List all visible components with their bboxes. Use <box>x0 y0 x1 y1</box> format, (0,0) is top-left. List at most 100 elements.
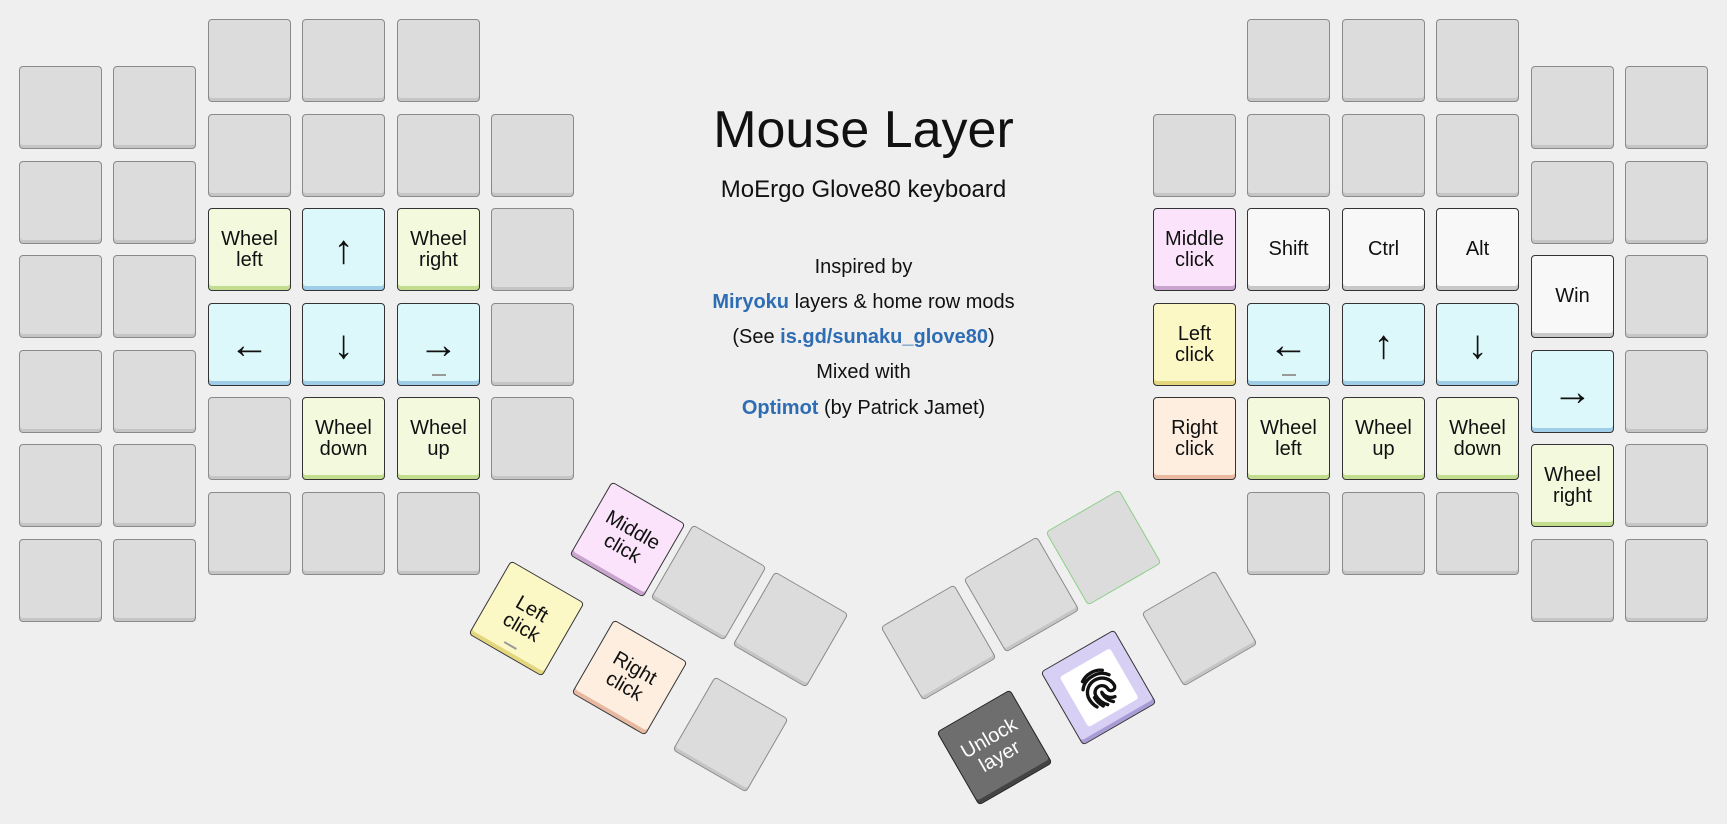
down-arrow-icon: ↓ <box>333 322 354 367</box>
key-label: Wheel up <box>410 416 467 460</box>
arrow-up-key[interactable]: ↑ <box>302 208 385 291</box>
wheel-left-key[interactable]: Wheel left <box>1247 397 1330 480</box>
left-blank-key[interactable] <box>113 161 196 244</box>
right-blank-key[interactable] <box>1625 161 1708 244</box>
arrow-down-key[interactable]: ↓ <box>302 303 385 386</box>
fingerprint-key[interactable] <box>1040 629 1157 746</box>
left-blank-key[interactable] <box>19 444 102 527</box>
left-click-key[interactable]: Left click <box>1153 303 1236 386</box>
left-blank-key[interactable] <box>397 114 480 197</box>
right-blank-key[interactable] <box>1625 255 1708 338</box>
right-blank-key[interactable] <box>1247 492 1330 575</box>
left-blank-key[interactable] <box>19 350 102 433</box>
miryoku-link[interactable]: Miryoku <box>712 291 790 313</box>
right-blank-key[interactable] <box>1247 19 1330 102</box>
right-blank-key[interactable] <box>1247 114 1330 197</box>
left-blank-key[interactable] <box>491 397 574 480</box>
miryoku-rest-text: layers & home row mods <box>789 291 1015 313</box>
inspired-text: Inspired by <box>814 256 913 278</box>
right-blank-key[interactable] <box>1625 66 1708 149</box>
key-label: Shift <box>1268 238 1309 260</box>
left-blank-key[interactable] <box>208 19 291 102</box>
optimot-line: Optimot (by Patrick Jamet) <box>0 397 1727 420</box>
right-blank-key[interactable] <box>1625 350 1708 433</box>
wheel-down-key[interactable]: Wheel down <box>302 397 385 480</box>
left-blank-key[interactable] <box>302 19 385 102</box>
right-blank-key[interactable] <box>1531 66 1614 149</box>
thumb-right-click-key[interactable]: Right click <box>571 619 688 736</box>
right-arrow-icon: → <box>418 322 459 367</box>
left-blank-key[interactable] <box>113 539 196 622</box>
left-blank-key[interactable] <box>397 19 480 102</box>
middle-click-key[interactable]: Middle click <box>1153 208 1236 291</box>
optimot-link[interactable]: Optimot <box>741 397 819 419</box>
right-blank-key[interactable] <box>1153 114 1236 197</box>
alt-key[interactable]: Alt <box>1436 208 1519 291</box>
ctrl-key[interactable]: Ctrl <box>1342 208 1425 291</box>
right-blank-key[interactable] <box>1342 492 1425 575</box>
right-thumb-blank-key[interactable] <box>1141 570 1258 687</box>
left-blank-key[interactable] <box>208 114 291 197</box>
right-blank-key[interactable] <box>1436 19 1519 102</box>
unlock-layer-key[interactable]: Unlock layer <box>936 689 1053 806</box>
arrow-right-key[interactable]: → <box>397 303 480 386</box>
key-label: Alt <box>1465 238 1490 260</box>
arrow-left-key[interactable]: ← <box>1247 303 1330 386</box>
right-blank-key[interactable] <box>1342 19 1425 102</box>
left-blank-key[interactable] <box>19 66 102 149</box>
right-blank-key[interactable] <box>1342 114 1425 197</box>
right-click-key[interactable]: Right click <box>1153 397 1236 480</box>
wheel-down-key[interactable]: Wheel down <box>1436 397 1519 480</box>
wheel-up-key[interactable]: Wheel up <box>397 397 480 480</box>
left-thumb-blank-key[interactable] <box>672 676 789 793</box>
left-blank-key[interactable] <box>208 492 291 575</box>
left-blank-key[interactable] <box>208 397 291 480</box>
key-label: Middle click <box>600 505 665 568</box>
page-subtitle: MoErgo Glove80 keyboard <box>720 176 1007 203</box>
arrow-down-key[interactable]: ↓ <box>1436 303 1519 386</box>
key-label: Wheel down <box>315 416 372 460</box>
key-label: Wheel right <box>410 227 467 271</box>
left-blank-key[interactable] <box>491 114 574 197</box>
key-label: Wheel right <box>1544 463 1601 507</box>
arrow-up-key[interactable]: ↑ <box>1342 303 1425 386</box>
miryoku-line: Miryoku layers & home row mods <box>0 291 1727 314</box>
key-label: Win <box>1555 285 1590 307</box>
see-line: (See is.gd/sunaku_glove80) <box>0 326 1727 349</box>
arrow-right-key[interactable]: → <box>1531 350 1614 433</box>
left-blank-key[interactable] <box>113 444 196 527</box>
left-blank-key[interactable] <box>491 303 574 386</box>
right-blank-key[interactable] <box>1625 444 1708 527</box>
mixed-text: Mixed with <box>816 361 911 383</box>
right-blank-key[interactable] <box>1436 114 1519 197</box>
mixed-line: Mixed with <box>0 361 1727 384</box>
left-blank-key[interactable] <box>113 350 196 433</box>
left-blank-key[interactable] <box>397 492 480 575</box>
wheel-right-key[interactable]: Wheel right <box>397 208 480 291</box>
wheel-right-key[interactable]: Wheel right <box>1531 444 1614 527</box>
left-blank-key[interactable] <box>19 255 102 338</box>
key-label: Unlock layer <box>957 713 1024 777</box>
left-blank-key[interactable] <box>113 255 196 338</box>
right-blank-key[interactable] <box>1436 492 1519 575</box>
wheel-left-key[interactable]: Wheel left <box>208 208 291 291</box>
wheel-up-key[interactable]: Wheel up <box>1342 397 1425 480</box>
left-blank-key[interactable] <box>302 114 385 197</box>
right-blank-key[interactable] <box>1531 161 1614 244</box>
thumb-left-click-key[interactable]: Left click <box>468 560 585 677</box>
right-blank-key[interactable] <box>1531 539 1614 622</box>
right-blank-key[interactable] <box>1625 539 1708 622</box>
key-label: Ctrl <box>1367 238 1400 260</box>
shift-key[interactable]: Shift <box>1247 208 1330 291</box>
left-blank-key[interactable] <box>19 161 102 244</box>
win-key[interactable]: Win <box>1531 255 1614 338</box>
fingerprint-icon <box>1058 647 1139 728</box>
left-blank-key[interactable] <box>19 539 102 622</box>
left-blank-key[interactable] <box>491 208 574 291</box>
up-arrow-icon: ↑ <box>1373 322 1394 367</box>
arrow-left-key[interactable]: ← <box>208 303 291 386</box>
sunaku-glove80-link[interactable]: is.gd/sunaku_glove80 <box>780 326 988 348</box>
left-blank-key[interactable] <box>113 66 196 149</box>
key-label: Wheel left <box>1260 416 1317 460</box>
left-blank-key[interactable] <box>302 492 385 575</box>
